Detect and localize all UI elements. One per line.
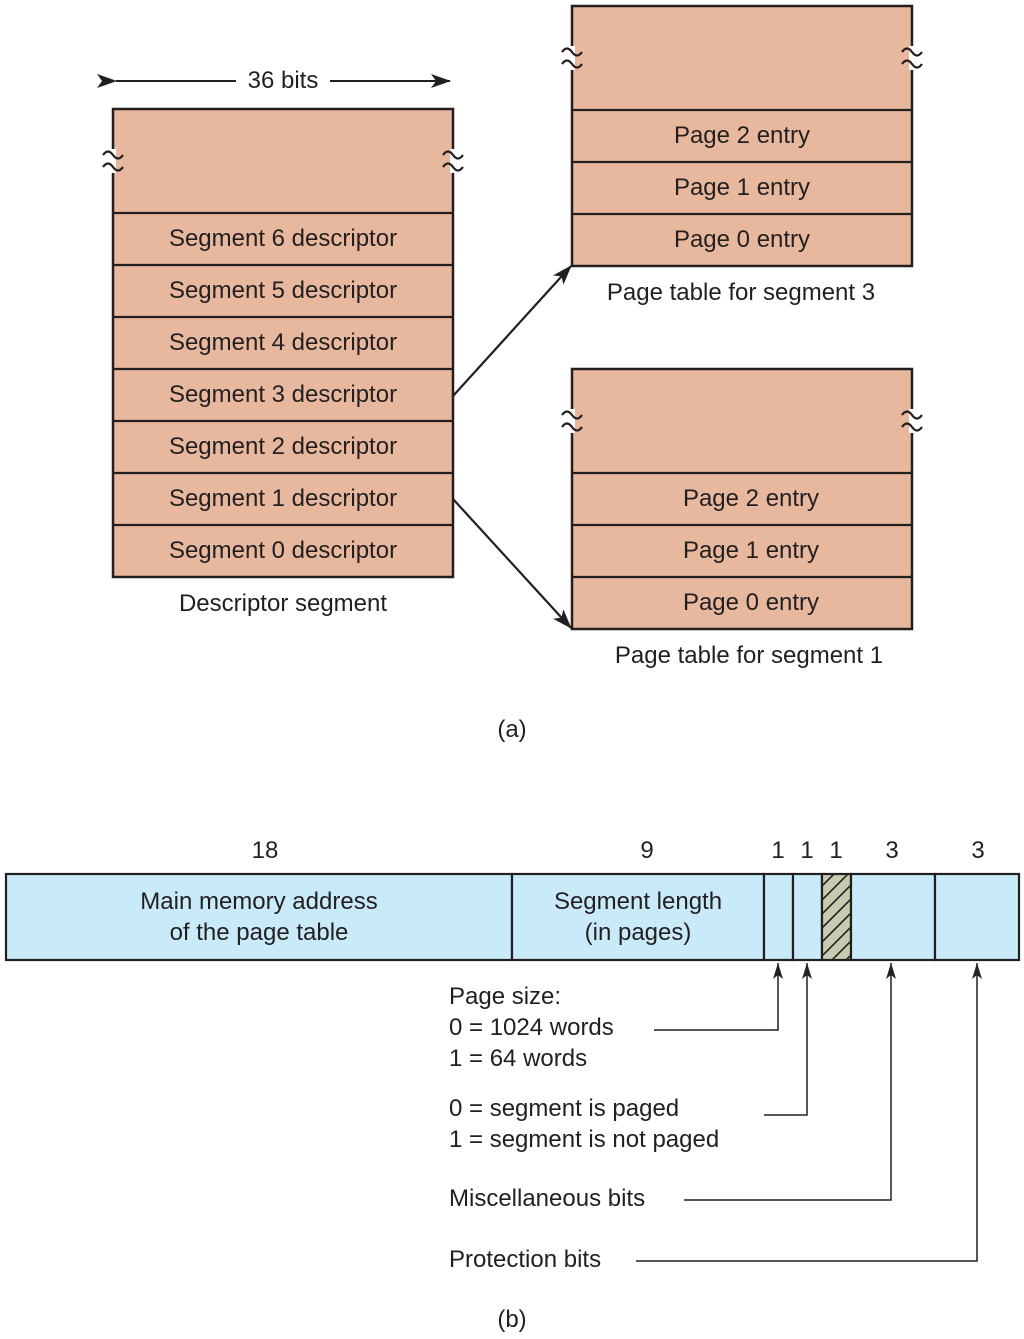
descriptor-field: [933, 872, 1021, 962]
annotation-leaders: [636, 963, 982, 1262]
field-bit-count: 1: [829, 837, 843, 864]
table-frame: [111, 107, 455, 579]
descriptor-field: [791, 872, 824, 962]
page-entry-row: Page 2 entry: [673, 122, 811, 149]
page-size-title: Page size:: [449, 983, 562, 1010]
protection-bits-label: Protection bits: [449, 1246, 602, 1273]
break-gap: [569, 46, 575, 70]
descriptor-field: [510, 872, 766, 962]
break-mark-icon: [561, 47, 583, 69]
break-mark-icon: [901, 410, 923, 432]
segment-descriptor-row: Segment 1 descriptor: [168, 485, 398, 512]
segment-descriptor-row: Segment 2 descriptor: [168, 433, 398, 460]
paged-option-0: 0 = segment is paged: [449, 1095, 680, 1122]
page-table-segment-1: [561, 367, 923, 631]
field-bit-count: 3: [885, 837, 899, 864]
segment-descriptor-row: Segment 0 descriptor: [168, 537, 398, 564]
break-gap: [909, 46, 915, 70]
page-size-option-0: 0 = 1024 words: [449, 1014, 614, 1041]
page-entry-row: Page 0 entry: [673, 226, 811, 253]
break-gap: [909, 409, 915, 433]
break-gap: [450, 149, 456, 173]
segment-descriptor-row: Segment 3 descriptor: [168, 381, 398, 408]
leader-paged: [764, 963, 812, 1116]
field-label-line-2: (in pages): [584, 919, 692, 946]
page-table-seg1-caption: Page table for segment 1: [614, 642, 884, 669]
page-entry-row: Page 0 entry: [682, 589, 820, 616]
break-mark-icon: [901, 47, 923, 69]
page-entry-row: Page 1 entry: [673, 174, 811, 201]
table-frame: [570, 4, 914, 268]
field-unused-hatched: [820, 872, 853, 962]
descriptor-segment-caption: Descriptor segment: [178, 590, 388, 617]
descriptor-segment-table: [102, 107, 464, 579]
segment-descriptor-row: Segment 5 descriptor: [168, 277, 398, 304]
field-label: Main memory address of the page table: [6, 886, 512, 948]
page-entry-row: Page 1 entry: [682, 537, 820, 564]
field-label-line-1: Main memory address: [140, 888, 378, 915]
field-label-line-1: Segment length: [553, 888, 723, 915]
field-bit-count: 18: [251, 837, 279, 864]
field-bit-count: 1: [800, 837, 814, 864]
segment-descriptor-row: Segment 4 descriptor: [168, 329, 398, 356]
field-label: Segment length (in pages): [512, 886, 764, 948]
break-mark-icon: [561, 410, 583, 432]
misc-bits-label: Miscellaneous bits: [449, 1185, 646, 1212]
break-gap: [110, 149, 116, 173]
break-gap: [569, 409, 575, 433]
table-frame: [570, 367, 914, 631]
descriptor-field: [762, 872, 795, 962]
page-size-option-1: 1 = 64 words: [449, 1045, 588, 1072]
page-table-segment-3: [561, 4, 923, 268]
field-label-line-2: of the page table: [169, 919, 349, 946]
arrow-seg1-to-pagetable: [452, 498, 572, 629]
field-bit-count: 3: [971, 837, 985, 864]
field-bit-count: 9: [640, 837, 654, 864]
break-mark-icon: [102, 150, 124, 172]
descriptor-word: [4, 872, 1021, 962]
break-mark-icon: [442, 150, 464, 172]
segment-descriptor-row: Segment 6 descriptor: [168, 225, 398, 252]
field-bit-count: 1: [771, 837, 785, 864]
leader-protection: [636, 963, 982, 1262]
descriptor-field: [849, 872, 937, 962]
width-label: 36 bits: [247, 67, 319, 94]
paged-option-1: 1 = segment is not paged: [449, 1126, 720, 1153]
part-a-label: (a): [497, 716, 527, 743]
leader-misc: [684, 963, 896, 1201]
page-table-seg3-caption: Page table for segment 3: [606, 279, 876, 306]
part-b-label: (b): [497, 1306, 527, 1333]
arrow-seg3-to-pagetable: [452, 265, 572, 397]
leader-page-size: [654, 963, 783, 1031]
page-entry-row: Page 2 entry: [682, 485, 820, 512]
